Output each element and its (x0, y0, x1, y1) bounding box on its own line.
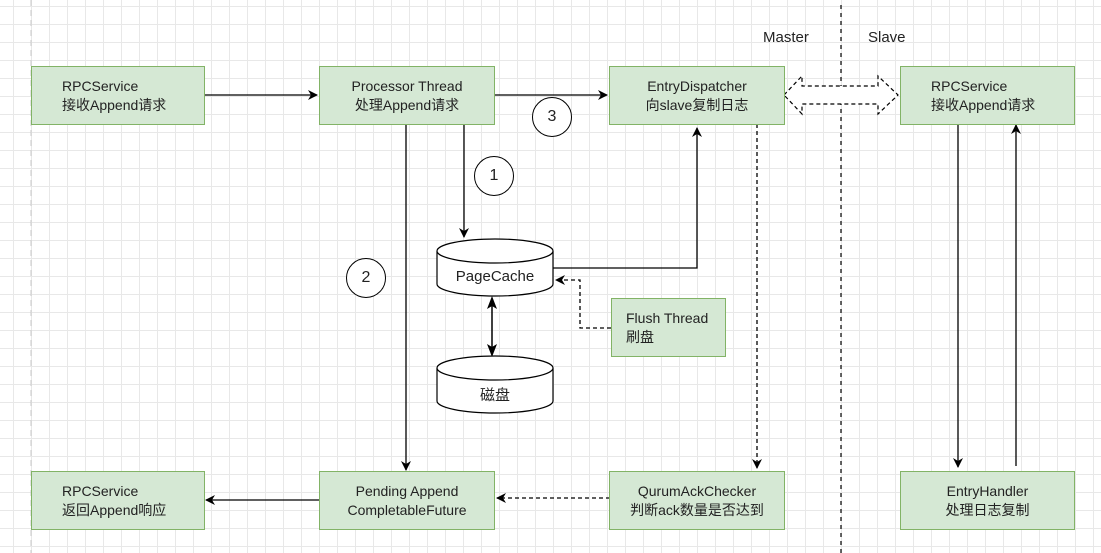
qurum-ack-checker-box: QurumAckChecker 判断ack数量是否达到 (609, 471, 785, 530)
disk-cylinder (436, 355, 554, 414)
step-2-marker: 2 (346, 258, 386, 298)
arrowhead-down (487, 344, 497, 357)
processor-thread-desc: 处理Append请求 (354, 96, 460, 113)
qurum-ack-checker-desc: 判断ack数量是否达到 (630, 501, 764, 518)
entry-dispatcher-box: EntryDispatcher 向slave复制日志 (609, 66, 785, 125)
qurum-ack-checker-title: QurumAckChecker (637, 482, 757, 499)
entry-dispatcher-title: EntryDispatcher (647, 77, 747, 94)
slave-rpc-desc: 接收Append请求 (931, 96, 1036, 113)
flush-thread-box: Flush Thread 刷盘 (611, 298, 726, 357)
entry-handler-desc: 处理日志复制 (945, 501, 1030, 518)
rpc-receive-title: RPCService (62, 77, 139, 94)
disk-label: 磁盘 (479, 387, 510, 404)
arrowhead-up (487, 296, 497, 309)
step-3-marker: 3 (532, 97, 572, 137)
processor-thread-title: Processor Thread (351, 77, 463, 94)
edge-pagecache-to-dispatcher (553, 127, 702, 269)
rpc-return-desc: 返回Append响应 (62, 501, 167, 518)
pending-append-desc: CompletableFuture (347, 501, 467, 518)
edge-flush-to-pagecache (555, 275, 611, 329)
pending-append-title: Pending Append (355, 482, 459, 499)
pagecache-cylinder (436, 238, 554, 297)
master-region-label: Master (763, 29, 809, 46)
rpc-receive-desc: 接收Append请求 (62, 96, 167, 113)
entry-dispatcher-desc: 向slave复制日志 (645, 96, 749, 113)
rpc-return-title: RPCService (62, 482, 139, 499)
rpc-return-box: RPCService 返回Append响应 (31, 471, 205, 530)
rpc-receive-box: RPCService 接收Append请求 (31, 66, 205, 125)
entry-handler-title: EntryHandler (946, 482, 1029, 499)
slave-rpc-title: RPCService (931, 77, 1008, 94)
flush-thread-desc: 刷盘 (626, 328, 654, 345)
step-1-marker: 1 (474, 156, 514, 196)
flush-thread-title: Flush Thread (626, 309, 709, 326)
slave-region-label: Slave (868, 29, 906, 46)
entry-handler-box: EntryHandler 处理日志复制 (900, 471, 1075, 530)
processor-thread-box: Processor Thread 处理Append请求 (319, 66, 495, 125)
pagecache-label: PageCache (455, 268, 535, 285)
pending-append-box: Pending Append CompletableFuture (319, 471, 495, 530)
replication-double-arrow (783, 74, 899, 116)
slave-rpc-box: RPCService 接收Append请求 (900, 66, 1075, 125)
